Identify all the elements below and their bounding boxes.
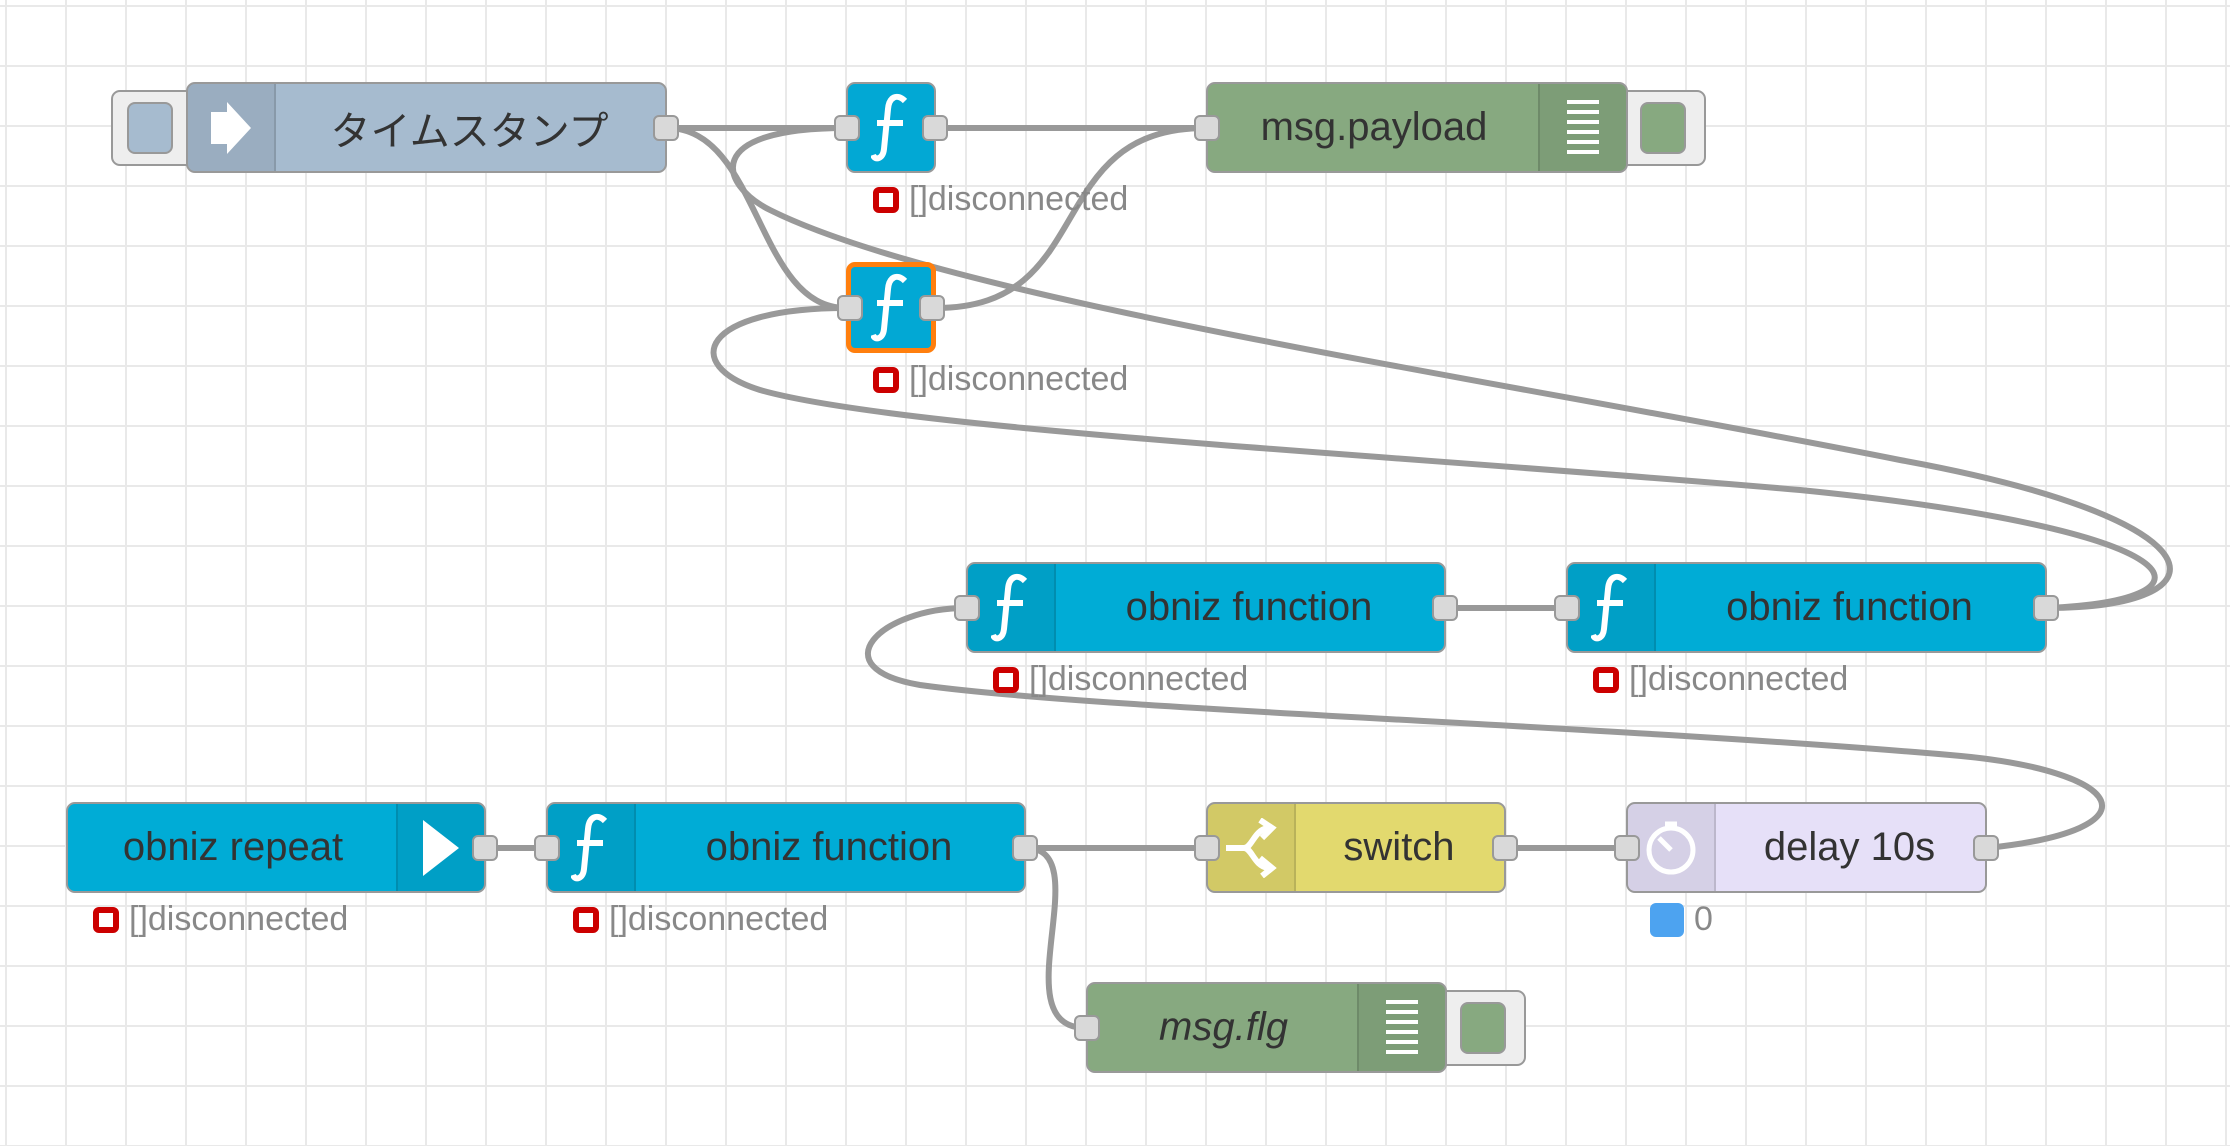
timer-icon <box>1628 804 1716 891</box>
obniz-function-node-1[interactable]: obniz function <box>954 562 1458 653</box>
function-icon <box>548 804 636 891</box>
input-port[interactable] <box>1074 1014 1100 1041</box>
node-label: msg.flg <box>1159 1005 1288 1049</box>
status-obniz-repeat: []disconnected <box>93 900 348 939</box>
status-text: []disconnected <box>1029 660 1249 698</box>
status-text: []disconnected <box>609 900 829 938</box>
arrow-in-icon <box>396 804 484 891</box>
input-port[interactable] <box>1614 834 1640 861</box>
output-port[interactable] <box>653 114 679 141</box>
wire-timestamp-funcmid <box>664 125 849 311</box>
output-port[interactable] <box>919 294 945 321</box>
obniz-function-node-3[interactable]: obniz function <box>534 802 1038 893</box>
input-port[interactable] <box>834 114 860 141</box>
output-port[interactable] <box>1432 594 1458 621</box>
status-obniz-func-2: []disconnected <box>1593 660 1848 699</box>
function-icon <box>968 564 1056 651</box>
node-label: msg.payload <box>1260 105 1488 149</box>
output-port[interactable] <box>2033 594 2059 621</box>
status-obniz-func-3: []disconnected <box>573 900 828 939</box>
input-port[interactable] <box>534 834 560 861</box>
status-text: []disconnected <box>129 900 349 938</box>
status-text: []disconnected <box>909 180 1129 218</box>
output-port[interactable] <box>922 114 948 141</box>
obniz-function-node-2[interactable]: obniz function <box>1554 562 2059 653</box>
status-text: []disconnected <box>909 360 1129 398</box>
arrow-in-icon <box>188 84 276 171</box>
debug-list-icon <box>1538 84 1626 171</box>
debug-node-payload[interactable]: msg.payload <box>1194 82 1628 173</box>
status-text: 0 <box>1694 900 1713 938</box>
input-port[interactable] <box>1554 594 1580 621</box>
debug-toggle-button[interactable] <box>1640 102 1686 154</box>
status-obniz-func-1: []disconnected <box>993 660 1248 699</box>
status-func-top: []disconnected <box>873 180 1128 219</box>
status-dot-red <box>873 186 899 213</box>
status-text: []disconnected <box>1629 660 1849 698</box>
input-port[interactable] <box>837 294 863 321</box>
function-icon <box>1568 564 1656 651</box>
node-label: switch <box>1343 825 1455 869</box>
status-delay: 0 <box>1650 900 1713 939</box>
node-label: obniz function <box>705 825 953 869</box>
wire-func3-msgflg <box>1023 845 1089 1031</box>
status-dot-red <box>873 366 899 393</box>
inject-button[interactable] <box>127 102 173 154</box>
status-dot-red <box>93 906 119 933</box>
obniz-repeat-node[interactable]: obniz repeat <box>66 802 498 893</box>
input-port[interactable] <box>954 594 980 621</box>
status-dot-red <box>993 666 1019 693</box>
status-dot-blue <box>1650 902 1684 937</box>
function-node-selected[interactable] <box>837 262 945 353</box>
status-func-mid: []disconnected <box>873 360 1128 399</box>
output-port[interactable] <box>1012 834 1038 861</box>
node-label: obniz function <box>1125 585 1373 629</box>
output-port[interactable] <box>472 834 498 861</box>
delay-node[interactable]: delay 10s <box>1614 802 1999 893</box>
node-label: タイムスタンプ <box>330 109 609 154</box>
debug-list-icon <box>1357 984 1445 1071</box>
status-dot-red <box>1593 666 1619 693</box>
node-label: delay 10s <box>1763 825 1936 869</box>
input-port[interactable] <box>1194 114 1220 141</box>
node-label: obniz repeat <box>122 825 344 869</box>
status-dot-red <box>573 906 599 933</box>
switch-node[interactable]: switch <box>1194 802 1518 893</box>
debug-toggle-button[interactable] <box>1460 1002 1506 1054</box>
output-port[interactable] <box>1492 834 1518 861</box>
node-label: obniz function <box>1726 585 1973 629</box>
switch-icon <box>1208 804 1296 891</box>
output-port[interactable] <box>1973 834 1999 861</box>
inject-node-timestamp[interactable]: タイムスタンプ <box>186 82 679 173</box>
function-node-top[interactable] <box>834 82 948 173</box>
debug-node-flg[interactable]: msg.flg <box>1074 982 1447 1073</box>
input-port[interactable] <box>1194 834 1220 861</box>
